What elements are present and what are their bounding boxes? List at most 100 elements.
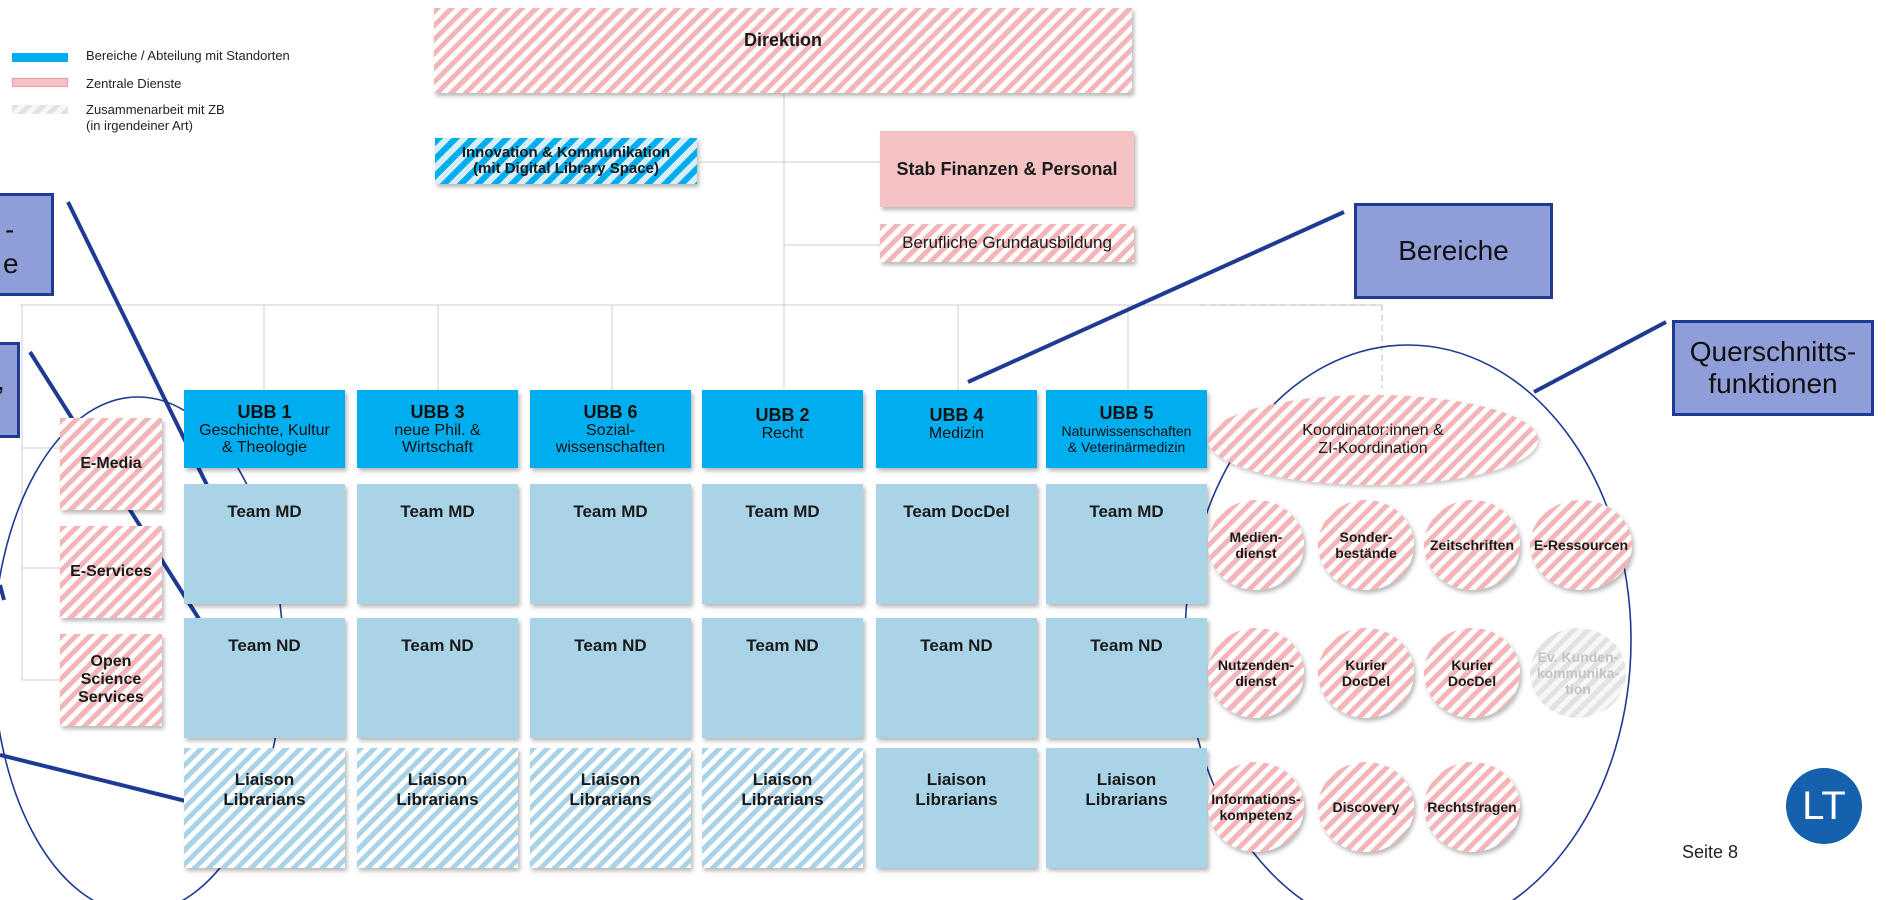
team-label: Team MD (573, 502, 648, 521)
service-e-media-label: E-Media (80, 455, 142, 472)
team-row2-ubb4: Team ND (876, 618, 1037, 738)
circle-line: dienst (1235, 545, 1277, 561)
pointer-querschnitt (1533, 320, 1667, 394)
column-header-ubb2: UBB 2 Recht (702, 390, 863, 468)
circle-line: kompetenz (1219, 807, 1293, 823)
circle-informationskompetenz: Informations- kompetenz (1208, 762, 1304, 852)
column-line1: Geschichte, Kultur (199, 421, 330, 439)
legend-label-zusammenarbeit-sub: (in irgendeiner Art) (86, 118, 193, 133)
team-label: Team MD (227, 502, 302, 521)
service-e-media: E-Media (60, 418, 162, 510)
liaison-line1: Liaison (580, 770, 641, 789)
stab-box: Stab Finanzen & Personal (880, 131, 1134, 207)
column-line1: Naturwissenschaften (1061, 422, 1192, 439)
callout-bereiche: Bereiche (1354, 203, 1553, 299)
circle-kurier-docdel-1: Kurier DocDel (1318, 628, 1414, 718)
callout-querschnittsfunktionen: Querschnitts- funktionen (1672, 320, 1874, 416)
circle-line: Nutzenden- (1217, 657, 1295, 673)
circle-mediendienst: Medien- dienst (1208, 500, 1304, 590)
circle-line: Kurier (1451, 657, 1493, 673)
circle-line: Rechtsfragen (1427, 799, 1517, 815)
column-code: UBB 2 (755, 405, 810, 425)
liaison-line2: Librarians (1085, 790, 1168, 809)
team-label: Team ND (746, 636, 819, 655)
circle-line: kommunika- (1536, 665, 1620, 681)
circle-line: dienst (1235, 673, 1277, 689)
column-line1: Recht (761, 425, 804, 442)
callout-left-top-line1: - (5, 214, 15, 245)
team-label: Team ND (228, 636, 301, 655)
team-row1-ubb2: Team MD (702, 484, 863, 604)
circle-line: Sonder- (1339, 529, 1393, 545)
circle-line: DocDel (1447, 673, 1497, 689)
callout-quer-line2: funktionen (1708, 368, 1838, 399)
legend-label-zentrale-dienste: Zentrale Dienste (86, 76, 182, 91)
circle-kurier-docdel-2: Kurier DocDel (1424, 628, 1520, 718)
callout-left-top-line2: e (3, 248, 19, 279)
circle-zeitschriften: Zeitschriften (1424, 500, 1520, 590)
innovation-box: Innovation & Kommunikation (mit Digital … (435, 138, 697, 184)
legend-label-zusammenarbeit: Zusammenarbeit mit ZB (86, 102, 225, 117)
column-code: UBB 6 (583, 401, 638, 422)
circle-line: E-Ressourcen (1533, 537, 1629, 553)
pointer-left-stub (0, 584, 6, 601)
circle-rechtsfragen: Rechtsfragen (1424, 762, 1520, 852)
koordination-ellipse: Koordinator:innen & ZI-Koordination (1208, 395, 1538, 485)
service-open-science: Open Science Services (60, 634, 162, 726)
page-number: Seite 8 (1682, 842, 1739, 862)
liaison-line2: Librarians (569, 790, 652, 809)
service-e-services-label: E-Services (70, 563, 152, 580)
column-code: UBB 5 (1099, 402, 1154, 423)
pointer-team-md (66, 201, 230, 529)
team-label: Team DocDel (903, 502, 1010, 521)
legend-label-bereiche: Bereiche / Abteilung mit Standorten (86, 48, 290, 63)
column-line1: neue Phil. & (394, 421, 481, 439)
team-label: Team ND (1090, 636, 1163, 655)
team-label: Team MD (1089, 502, 1164, 521)
circle-nutzendendienst: Nutzenden- dienst (1208, 628, 1304, 718)
column-line2: & Theologie (221, 438, 308, 456)
liaison-line2: Librarians (915, 790, 998, 809)
liaison-line2: Librarians (396, 790, 479, 809)
team-row2-ubb5: Team ND (1046, 618, 1207, 738)
liaison-line2: Librarians (223, 790, 306, 809)
circle-line: Informations- (1211, 791, 1301, 807)
grundausbildung-box: Berufliche Grundausbildung (880, 224, 1134, 262)
column-line2: wissenschaften (555, 438, 666, 456)
org-connector-lines (20, 93, 1380, 681)
column-code: UBB 3 (410, 401, 465, 422)
column-code: UBB 1 (237, 401, 292, 422)
team-row1-ubb4: Team DocDel (876, 484, 1037, 604)
circle-line: Medien- (1229, 529, 1283, 545)
legend-swatch-zusammenarbeit (12, 105, 68, 114)
team-row2-ubb2: Team ND (702, 618, 863, 738)
column-code: UBB 4 (929, 405, 984, 425)
liaison-line1: Liaison (234, 770, 295, 789)
liaison-line1: Liaison (1096, 770, 1157, 789)
team-label: Team ND (401, 636, 474, 655)
team-row2-ubb3: Team ND (357, 618, 518, 738)
circle-line: DocDel (1341, 673, 1391, 689)
team-row1-ubb1: Team MD (184, 484, 345, 604)
direktion-label: Direktion (743, 30, 822, 50)
circle-line: bestände (1335, 545, 1397, 561)
column-header-ubb5: UBB 5 Naturwissenschaften & Veterinärmed… (1046, 390, 1207, 468)
lt-logo-text: LT (1802, 783, 1846, 828)
column-header-ubb3: UBB 3 neue Phil. & Wirtschaft (357, 390, 518, 468)
circle-e-ressourcen: E-Ressourcen (1530, 500, 1632, 590)
team-row2-ubb6: Team ND (530, 618, 691, 738)
circle-line: tion (1565, 681, 1591, 697)
team-label: Team MD (400, 502, 475, 521)
column-line1: Sozial- (586, 421, 635, 439)
grundausbildung-label: Berufliche Grundausbildung (902, 233, 1112, 252)
direktion-box: Direktion (434, 8, 1132, 93)
team-row2-ubb1: Team ND (184, 618, 345, 738)
column-header-ubb4: UBB 4 Medizin (876, 390, 1037, 468)
team-label: Team ND (574, 636, 647, 655)
liaison-line1: Liaison (407, 770, 468, 789)
